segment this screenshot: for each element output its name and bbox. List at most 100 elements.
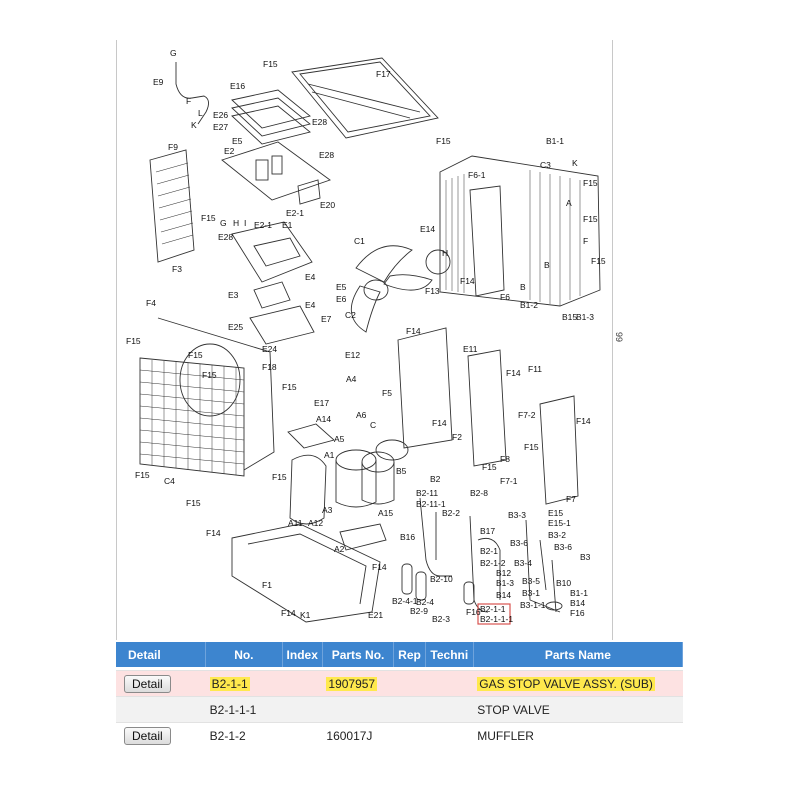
label-f15-c: F15: [201, 213, 216, 223]
label-c4: C4: [164, 476, 175, 486]
label-f15-a: F15: [263, 59, 278, 69]
part-number-cell: B2-1-2: [205, 722, 283, 748]
label-f7: F7: [566, 494, 576, 504]
header-rep[interactable]: Rep: [393, 642, 426, 667]
label-e4-b: E4: [305, 300, 316, 310]
label-b3: B3: [580, 552, 591, 562]
label-f15-o: F15: [186, 498, 201, 508]
label-b-b: B: [544, 260, 550, 270]
label-f7-2: F7-2: [518, 410, 536, 420]
detail-cell-empty: [116, 696, 206, 723]
diagram-frame-left: [116, 40, 117, 640]
parts-no-cell: [322, 696, 394, 723]
header-index[interactable]: Index: [282, 642, 323, 667]
header-parts-no[interactable]: Parts No.: [322, 642, 395, 667]
label-f15-b: F15: [436, 136, 451, 146]
label-e25: E25: [228, 322, 243, 332]
label-f16-b: F16: [570, 608, 585, 618]
label-f15-n: F15: [272, 472, 287, 482]
label-a6: A6: [356, 410, 367, 420]
label-e17: E17: [314, 398, 329, 408]
label-c1: C1: [354, 236, 365, 246]
label-a1: A1: [324, 450, 335, 460]
technical-cell: [425, 696, 474, 723]
label-e26: E26: [213, 110, 228, 120]
label-c2: C2: [345, 310, 356, 320]
table-row[interactable]: B2-1-1-1 STOP VALVE: [116, 696, 683, 723]
rep-cell: [393, 670, 426, 697]
label-k1: K1: [300, 610, 311, 620]
label-a12: A12: [308, 518, 323, 528]
label-f15-f: F15: [591, 256, 606, 266]
parts-name-cell: GAS STOP VALVE ASSY. (SUB): [477, 676, 655, 691]
label-k-b: K: [572, 158, 578, 168]
label-f8: F8: [500, 454, 510, 464]
index-cell: [282, 722, 323, 748]
label-f14-d: F14: [432, 418, 447, 428]
parts-no-cell: 1907957: [326, 676, 378, 691]
label-f1: F1: [262, 580, 272, 590]
exploded-parts-diagram[interactable]: G E9 F L K F15 F17 E16 E26 E27 E28 F15 E…: [116, 40, 612, 640]
label-e2-1-a: E2-1: [286, 208, 304, 218]
technical-cell: [425, 722, 474, 748]
label-a2: A2: [334, 544, 345, 554]
label-b2-8: B2-8: [470, 488, 488, 498]
label-b14: B14: [496, 590, 511, 600]
label-e16: E16: [230, 81, 245, 91]
header-detail[interactable]: Detail: [116, 642, 207, 667]
label-f15-h: F15: [188, 350, 203, 360]
label-b3-5: B3-5: [522, 576, 540, 586]
label-f14-g: F14: [372, 562, 387, 572]
label-b10: B10: [556, 578, 571, 588]
label-f15-k: F15: [524, 442, 539, 452]
header-parts-name[interactable]: Parts Name: [473, 642, 684, 667]
label-b1-2: B1-2: [520, 300, 538, 310]
label-e28-b: E28: [319, 150, 334, 160]
label-e28-c: E28: [218, 232, 233, 242]
label-b3-6-a: B3-6: [510, 538, 528, 548]
header-no[interactable]: No.: [205, 642, 283, 667]
label-b16: B16: [400, 532, 415, 542]
label-b2-9: B2-9: [410, 606, 428, 616]
detail-button[interactable]: Detail: [124, 674, 171, 693]
label-f14-h: F14: [281, 608, 296, 618]
page-number: 99: [614, 332, 624, 343]
table-row[interactable]: Detail B2-1-2 160017J MUFFLER: [116, 722, 683, 748]
diagram-labels: G E9 F L K F15 F17 E16 E26 E27 E28 F15 E…: [126, 48, 606, 624]
label-b2-1-2: B2-1-2: [480, 558, 506, 568]
label-l: L: [198, 108, 203, 118]
label-a14: A14: [316, 414, 331, 424]
label-b15: B15: [562, 312, 577, 322]
table-row[interactable]: Detail B2-1-1 1907957 GAS STOP VALVE ASS…: [116, 670, 683, 697]
header-technical[interactable]: Techni: [425, 642, 474, 667]
technical-cell: [425, 670, 474, 697]
label-b1-1: B1-1: [546, 136, 564, 146]
label-f14-f: F14: [206, 528, 221, 538]
label-f14-e: F14: [576, 416, 591, 426]
label-b3-2: B3-2: [548, 530, 566, 540]
index-cell: [282, 670, 323, 697]
label-e6: E6: [336, 294, 347, 304]
label-b2-4-1: B2-4-1: [392, 596, 418, 606]
detail-button[interactable]: Detail: [124, 726, 171, 745]
label-b13: B1-3: [496, 578, 514, 588]
label-b5: B5: [396, 466, 407, 476]
label-b3-1: B3-1: [522, 588, 540, 598]
label-b3-4: B3-4: [514, 558, 532, 568]
label-f3: F3: [172, 264, 182, 274]
label-b17: B17: [480, 526, 495, 536]
label-b3-3: B3-3: [508, 510, 526, 520]
label-b11: B1-1: [570, 588, 588, 598]
label-e11: E11: [463, 344, 478, 354]
label-b14-b: B14: [570, 598, 585, 608]
label-f: F: [186, 96, 191, 106]
label-f4: F4: [146, 298, 156, 308]
label-b3-6-b: B3-6: [554, 542, 572, 552]
label-k: K: [191, 120, 197, 130]
parts-no-cell: 160017J: [322, 722, 394, 748]
rep-cell: [393, 722, 426, 748]
label-b2-1-1-1-selected: B2-1-1-1: [480, 614, 513, 624]
label-f13: F13: [425, 286, 440, 296]
label-b2-11-1: B2-11-1: [416, 499, 446, 509]
label-f-b: F: [583, 236, 588, 246]
